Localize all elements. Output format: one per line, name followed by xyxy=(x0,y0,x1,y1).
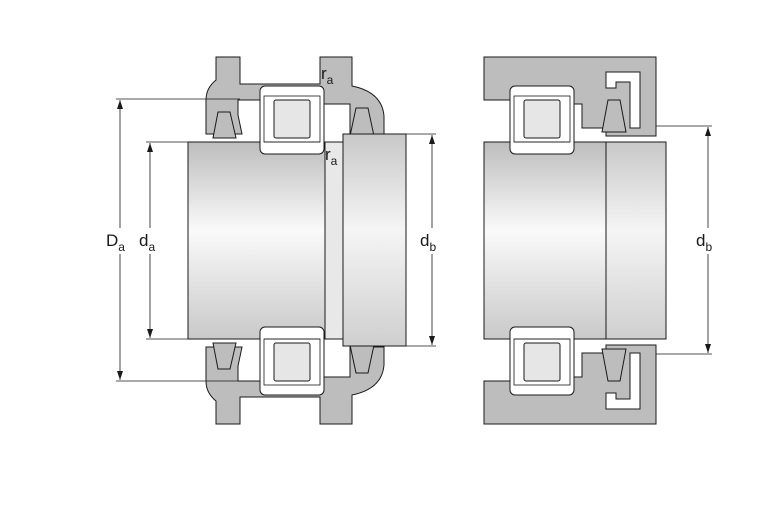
spacer-left xyxy=(324,141,344,340)
seal-bottom-right xyxy=(601,348,627,382)
label-Da: Da xyxy=(106,231,125,254)
bearing-top-left xyxy=(259,85,325,155)
shaft-left xyxy=(187,141,331,340)
right-assembly: db xyxy=(483,56,720,425)
seal-top-left-a xyxy=(212,111,237,139)
seal-top-right xyxy=(601,99,627,133)
label-da: da xyxy=(139,231,155,254)
dimension-arrows-left xyxy=(117,100,435,380)
bearing-bottom-left xyxy=(259,326,325,396)
bearing-top-right xyxy=(509,85,575,155)
label-ra-mid: ra xyxy=(325,145,338,168)
seal-bottom-left-a xyxy=(212,342,237,370)
sleeve-left xyxy=(342,133,407,347)
label-db-right: db xyxy=(696,231,712,254)
labyrinth-top-right xyxy=(605,71,641,129)
sleeve-right xyxy=(605,141,667,340)
shaft-right xyxy=(483,141,607,340)
dimension-arrows-right xyxy=(705,127,711,353)
labyrinth-bottom-right xyxy=(605,352,641,410)
label-ra-top: ra xyxy=(321,64,334,87)
bearing-bottom-right xyxy=(509,326,575,396)
left-assembly: Da da db ra ra xyxy=(104,56,444,425)
label-db-left: db xyxy=(420,231,436,254)
